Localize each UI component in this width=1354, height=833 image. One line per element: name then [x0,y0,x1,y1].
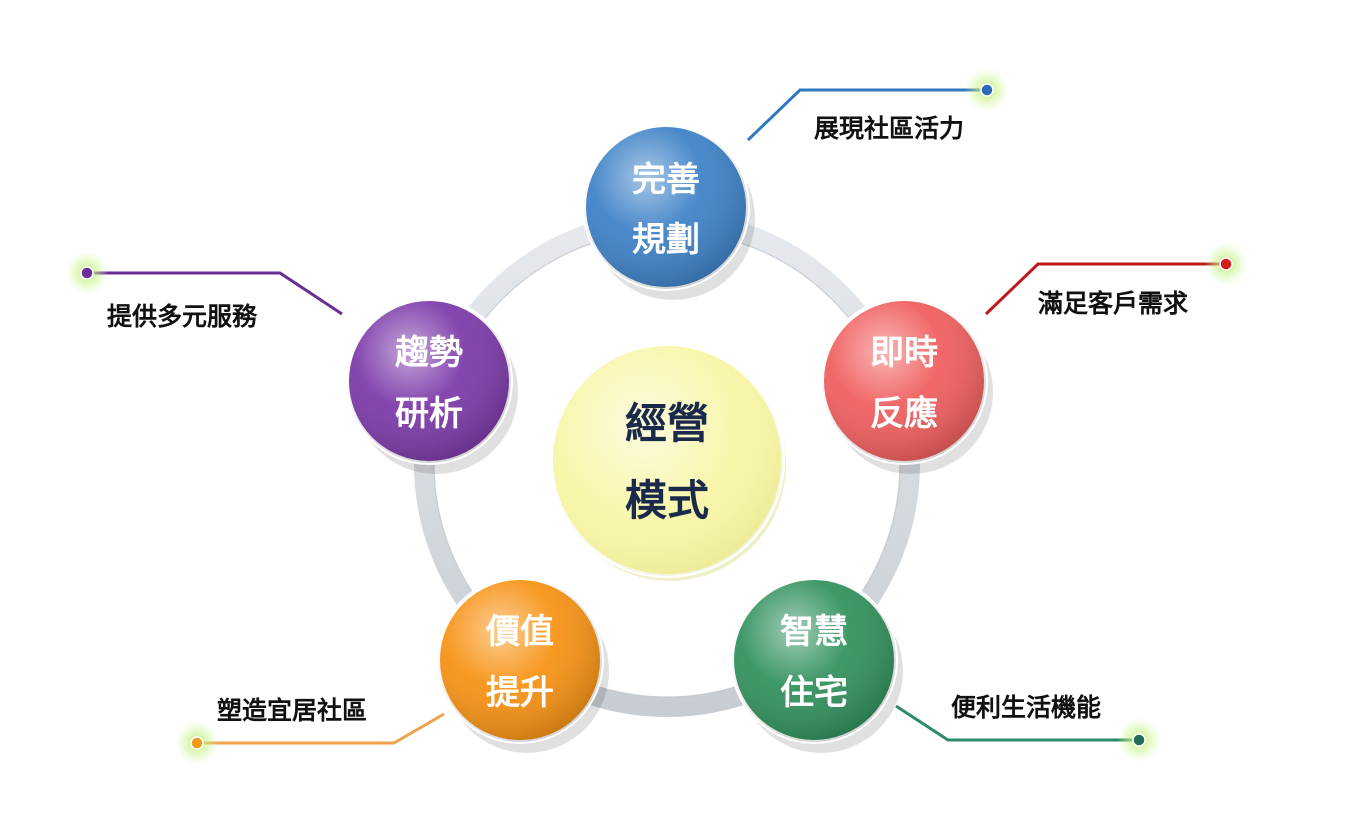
callout-dot-bottom-right [1117,718,1161,762]
callout-line-bottom-right [895,704,1139,742]
callout-line-right [984,262,1226,316]
node-right-line2: 反應 [870,394,938,434]
callout-label-bottom-right: 便利生活機能 [951,693,1101,722]
node-bottom-left-line1: 價值 [485,612,554,652]
node-bottom-right-line2: 住宅 [780,673,848,713]
node-top-line2: 規劃 [632,220,700,260]
callout-label-top: 展現社區活力 [814,114,964,143]
callout-dot-right [1204,242,1248,286]
node-top: 完善 規劃 [582,123,755,300]
callout-label-left: 提供多元服務 [107,302,258,331]
center-label-line1: 經營 [625,399,709,448]
node-bottom-left: 價值 提升 [436,576,609,753]
node-right: 即時 反應 [820,297,993,474]
node-bottom-left-line2: 提升 [486,673,554,713]
callout-dot-bottom-left [175,721,219,765]
callout-line-bottom-left [197,712,445,745]
callout-line-top [746,88,987,142]
callout-dot-top [965,68,1009,112]
node-bottom-right: 智慧 住宅 [730,576,903,753]
node-left: 趨勢 研析 [345,297,518,474]
center-circle: 經營 模式 [549,342,786,581]
node-right-line1: 即時 [870,333,938,373]
callout-line-left [87,271,343,316]
node-left-line1: 趨勢 [395,333,463,373]
callout-label-bottom-left: 塑造宜居社區 [217,696,367,725]
node-top-line1: 完善 [632,160,700,200]
callout-label-right: 滿足客戶需求 [1038,289,1188,318]
node-left-line2: 研析 [395,394,463,434]
callout-dot-left [65,251,109,295]
center-label-line2: 模式 [625,476,709,525]
node-bottom-right-line1: 智慧 [780,612,848,652]
